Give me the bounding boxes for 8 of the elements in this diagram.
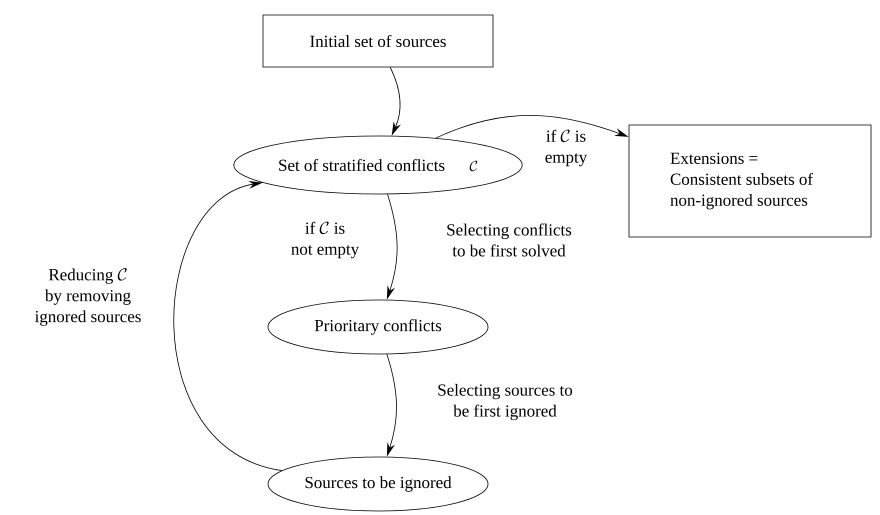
step-label: Selecting conflicts to be first solved bbox=[447, 224, 572, 256]
process-box: Extensions = Consistent subsets of non-ignored sources bbox=[628, 124, 872, 238]
edge-label: Selecting sources to be first ignored bbox=[434, 382, 576, 422]
arrow bbox=[173, 180, 282, 471]
edge-label: $\begin{array}{c}\text{if } \mathcal{C} \text{ is}\\ \text{not empty}\end{array}$ bbox=[284, 218, 366, 262]
edge-label: $\begin{array}{c}\text{Reducing } \mathcal{C}\\ \text{by removing}\\ \text{ignored sources}\end{array}$ bbox=[28, 264, 148, 330]
edge-label: $\begin{array}{c}\text{if } \mathcal{C} \text{ is}\\ \text{empty}\end{array}$ bbox=[538, 126, 594, 170]
process-box: Initial set of sources bbox=[262, 14, 494, 68]
